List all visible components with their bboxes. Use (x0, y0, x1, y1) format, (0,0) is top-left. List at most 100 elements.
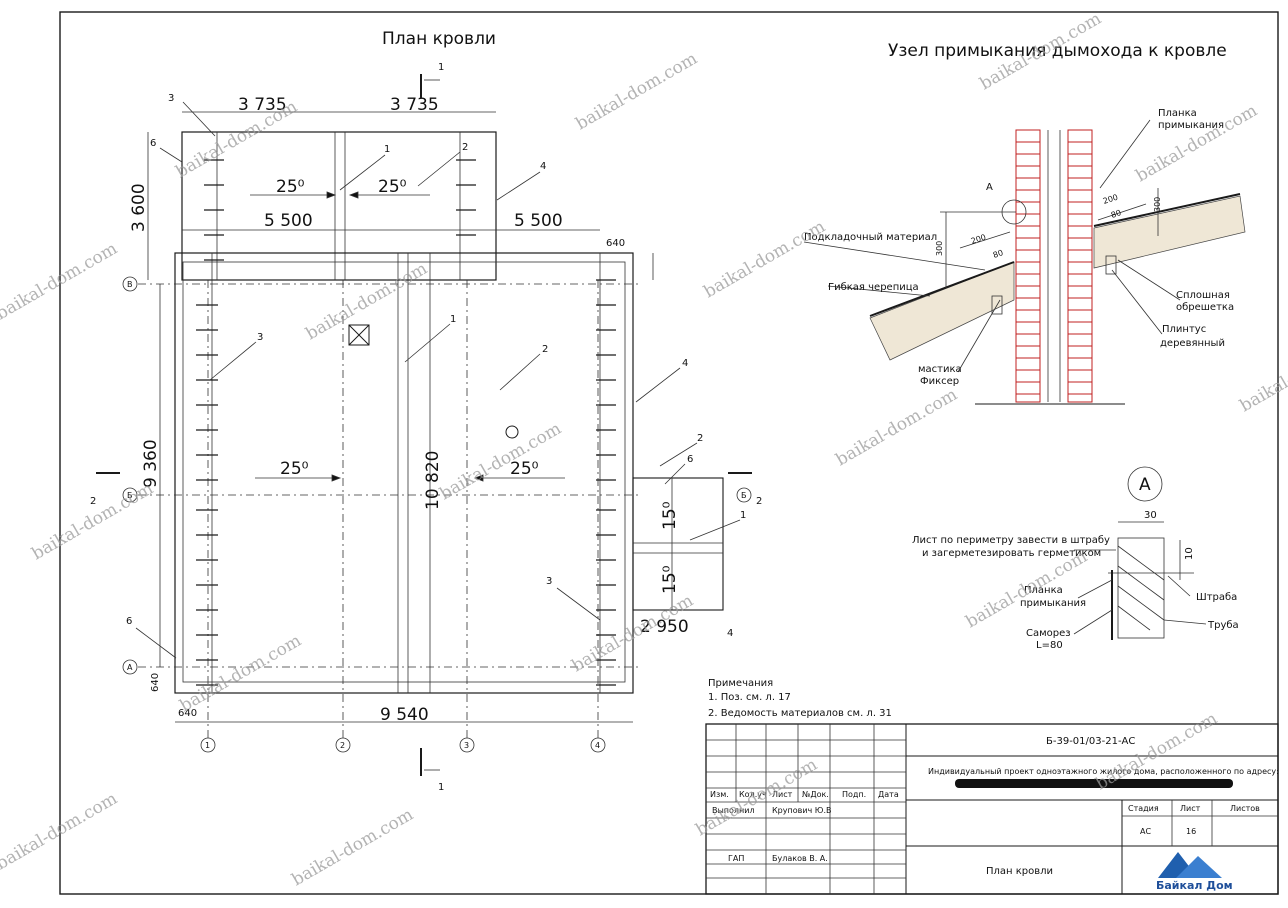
callout-6-bottom: 6 (126, 616, 132, 627)
watermark: baikal-dom.com (177, 631, 305, 717)
node-d300b: 300 (1153, 197, 1162, 212)
detail-a-samorez2: L=80 (1036, 640, 1063, 651)
callout-6-porch: 6 (687, 454, 693, 465)
node-d80b: 80 (1110, 208, 1122, 220)
axis-3: 3 (464, 741, 469, 750)
stamp-sheet-title: План кровли (986, 866, 1053, 877)
detail-a-d10: 10 (1184, 547, 1195, 560)
dim-porch-upper: 15⁰ (660, 501, 680, 530)
roof-slope-left (869, 261, 1015, 361)
stamp-project: Индивидуальный проект одноэтажного жилог… (928, 767, 1279, 776)
node-callout-circle (1001, 199, 1027, 225)
callout-3-mid: 3 (257, 332, 263, 343)
porch-roof (632, 477, 724, 611)
stamp-h-data: Дата (878, 790, 899, 799)
watermark: baikal-dom.com (437, 419, 565, 505)
node-planka2: примыкания (1158, 120, 1224, 131)
detail-a-planka: Планка (1024, 585, 1063, 596)
dim-left-bottom: 640 (150, 673, 161, 692)
dim-top-right: 3 735 (390, 95, 439, 115)
stamp-sheets-h: Листов (1230, 804, 1260, 813)
dim-top-left: 3 735 (238, 95, 287, 115)
slope-d: 25⁰ (510, 459, 539, 479)
stamp-h-list: Лист (772, 790, 793, 799)
stamp-sheet-h: Лист (1180, 804, 1201, 813)
axis-B-right: Б (741, 491, 747, 500)
snow-guards-left (196, 159, 224, 686)
roof-plan: План кровли (90, 29, 762, 793)
watermark: baikal-dom.com (701, 217, 829, 303)
notes-n1: 1. Поз. см. л. 17 (708, 692, 791, 703)
node-d200b: 200 (1102, 193, 1119, 206)
detail-a-d30: 30 (1144, 510, 1157, 521)
callout-1-mid: 1 (450, 314, 456, 325)
upper-roof-outline (181, 131, 497, 281)
watermark: baikal-dom.com (29, 479, 157, 565)
detail-a-pipe (1117, 537, 1165, 639)
axis-1: 1 (205, 741, 210, 750)
callout-3-bottom: 3 (546, 576, 552, 587)
notes: Примечания 1. Поз. см. л. 17 2. Ведомост… (708, 678, 892, 719)
node-obreshetka: обрешетка (1176, 302, 1234, 313)
watermark: baikal-dom.com (573, 49, 701, 135)
detail-a-note2: и загерметезировать герметиком (922, 548, 1101, 559)
node-d300a: 300 (935, 241, 944, 256)
dim-side-right: 640 (606, 238, 625, 249)
node-sploshnaya: Сплошная (1176, 290, 1230, 301)
callout-2-top: 2 (462, 142, 468, 153)
node-d80a: 80 (992, 248, 1004, 260)
chimney-right-wall (1067, 129, 1093, 403)
stamp-name2: Булаков В. А. (772, 854, 828, 863)
section-2-right: 2 (756, 496, 762, 507)
callout-1-top: 1 (384, 144, 390, 155)
node-fixer: Фиксер (920, 376, 959, 387)
axis-2: 2 (340, 741, 345, 750)
slope-b: 25⁰ (378, 177, 407, 197)
stamp-h-kol: Кол.уч (739, 790, 767, 799)
axis-A: А (127, 663, 133, 672)
callout-4-bottom: 4 (727, 628, 733, 639)
dim-mid-left: 5 500 (264, 211, 313, 231)
snow-guards-right (456, 159, 616, 686)
slope-c: 25⁰ (280, 459, 309, 479)
stamp-role2: ГАП (728, 854, 744, 863)
stamp-h-podp: Подп. (842, 790, 866, 799)
dim-porch-width: 2 950 (640, 617, 689, 637)
node-derevyanny: деревянный (1160, 338, 1225, 349)
node-gibkaya: Гибкая черепица (828, 282, 919, 293)
notes-title: Примечания (708, 678, 773, 689)
stamp-code: Б-39-01/03-21-АС (1046, 736, 1135, 747)
node-mastika: мастика (918, 364, 962, 375)
axis-V: В (127, 280, 133, 289)
axis-B: Б (127, 491, 133, 500)
axis-4: 4 (595, 741, 600, 750)
watermark: baikal-dom.com (173, 97, 301, 183)
detail-a: А 30 10 Лист по периметру завести в штра… (912, 466, 1239, 651)
callout-1-porch: 1 (740, 510, 746, 521)
stamp-redaction (955, 779, 1233, 788)
slope-a: 25⁰ (276, 177, 305, 197)
watermark: baikal-dom.com (289, 805, 417, 891)
watermark: baikal-dom.com (1237, 331, 1288, 417)
stamp-sheet: 16 (1186, 827, 1196, 836)
dim-left-upper: 3 600 (129, 183, 149, 232)
chimney-left-wall (1015, 129, 1041, 403)
detail-a-note1: Лист по периметру завести в штрабу (912, 535, 1110, 546)
main-roof-outline (174, 252, 634, 694)
stamp-stage: АС (1140, 827, 1151, 836)
section-1-bottom: 1 (438, 782, 444, 793)
stamp-h-ndok: №Док. (802, 790, 829, 799)
watermark: baikal-dom.com (963, 547, 1091, 633)
detail-a-mark: А (1139, 475, 1151, 495)
dim-center: 10 820 (423, 451, 443, 510)
node-title: Узел примыкания дымохода к кровле (888, 41, 1227, 61)
detail-a-planka2: примыкания (1020, 598, 1086, 609)
section-1-top: 1 (438, 62, 444, 73)
dim-bottom-left: 640 (178, 708, 197, 719)
node-d200a: 200 (970, 233, 987, 246)
callout-4-top: 4 (540, 161, 546, 172)
title-block: Изм. Кол.уч Лист №Док. Подп. Дата Выполн… (705, 723, 1279, 895)
detail-a-shtraba: Штраба (1196, 592, 1237, 603)
stamp-stage-h: Стадия (1128, 804, 1159, 813)
watermark: baikal-dom.com (303, 259, 431, 345)
